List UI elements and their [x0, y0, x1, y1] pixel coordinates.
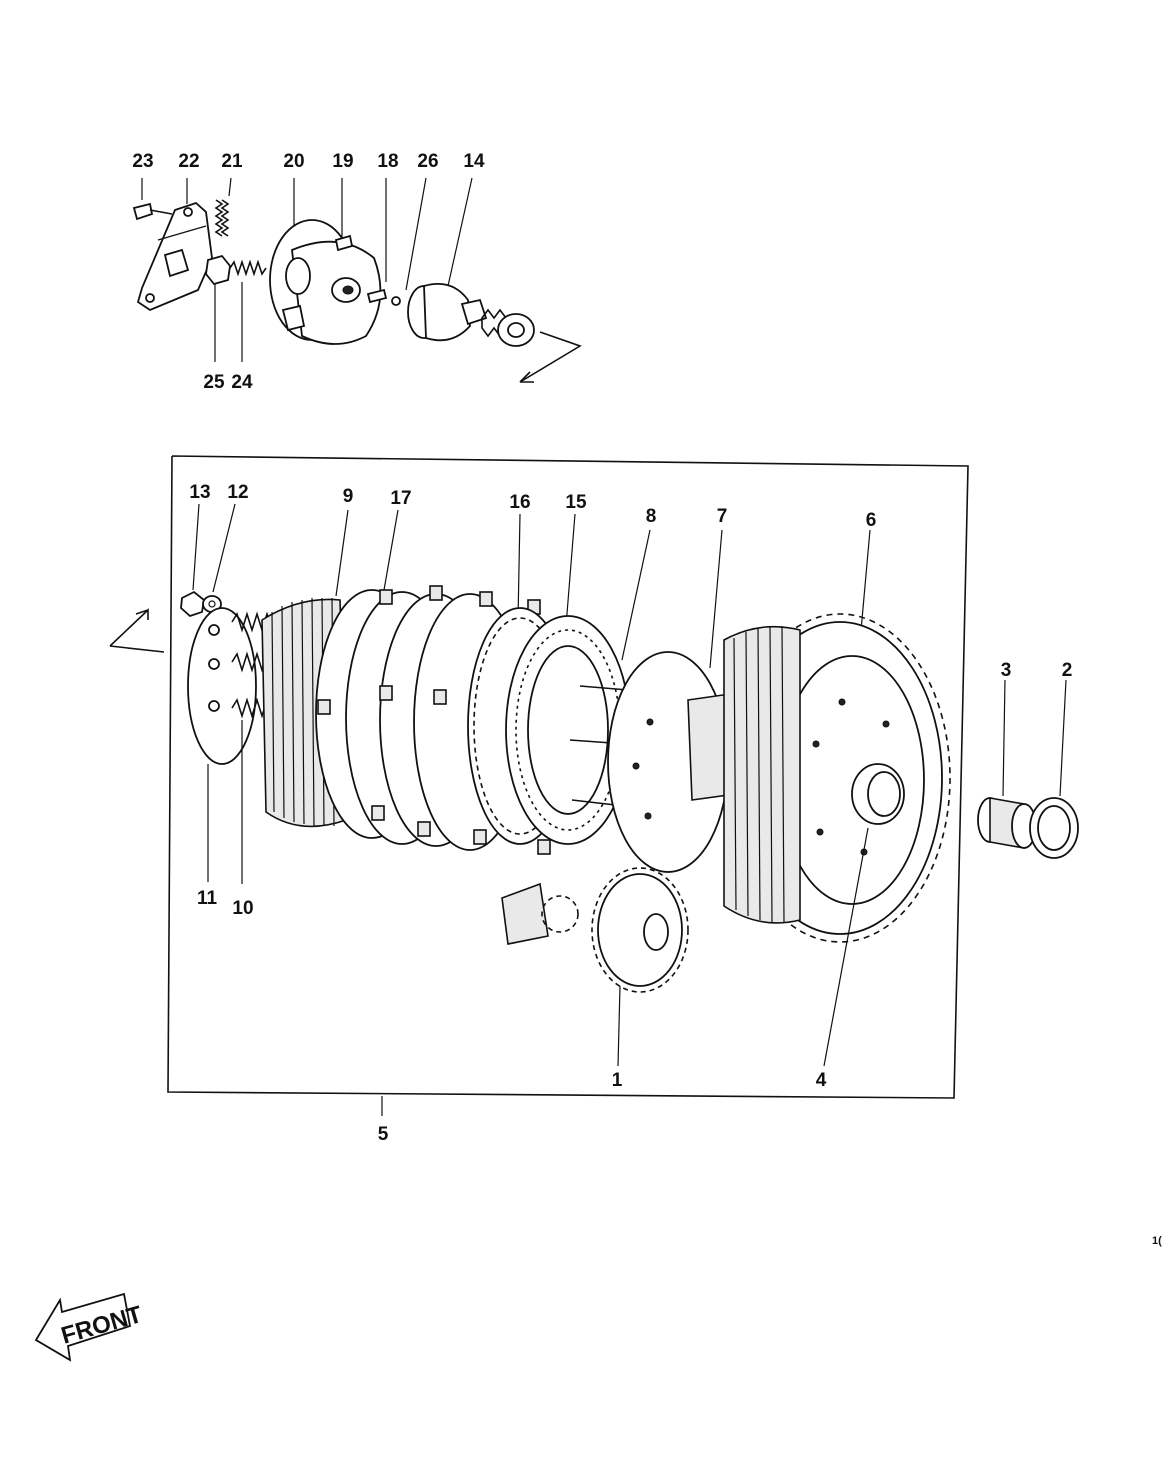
callout-26: 26	[417, 151, 438, 172]
callout-23: 23	[132, 151, 153, 172]
callout-25: 25	[203, 372, 225, 393]
callout-21: 21	[221, 151, 243, 172]
part-adjuster-24	[229, 259, 267, 362]
callout-17: 17	[390, 488, 411, 509]
part-bushing-3	[977, 679, 1037, 849]
part-washer-12	[202, 503, 236, 613]
callout-22: 22	[178, 151, 199, 172]
callout-9: 9	[343, 486, 354, 507]
callout-10: 10	[232, 898, 253, 919]
part-ball-26	[391, 177, 427, 306]
callout-16: 16	[509, 492, 530, 513]
part-nut-13	[180, 503, 205, 618]
callout-11: 11	[197, 888, 218, 909]
callout-8: 8	[646, 506, 657, 527]
part-gear-1	[501, 867, 689, 1067]
part-pressure-plate-11	[187, 607, 257, 882]
part-nut-25	[205, 254, 231, 362]
part-bolt-23	[132, 178, 173, 221]
callout-2: 2	[1062, 660, 1073, 681]
callout-5: 5	[378, 1124, 389, 1145]
part-lever-plate-22	[136, 178, 213, 312]
callout-18: 18	[377, 151, 398, 172]
callout-12: 12	[227, 482, 248, 503]
callout-6: 6	[866, 510, 877, 531]
callout-1: 1	[612, 1070, 623, 1091]
callout-19: 19	[332, 151, 353, 172]
edge-mark: 1(	[1152, 1235, 1162, 1247]
release-assembly	[132, 177, 582, 383]
part-release-14	[407, 177, 535, 347]
callout-13: 13	[189, 482, 210, 503]
callout-24: 24	[231, 372, 253, 393]
callout-15: 15	[565, 492, 587, 513]
assembly-frame-5	[167, 455, 969, 1116]
callout-7: 7	[717, 506, 728, 527]
part-release-cover-20-19	[269, 178, 382, 345]
part-pin-18	[366, 178, 388, 304]
callout-3: 3	[1001, 660, 1012, 681]
callout-14: 14	[463, 151, 485, 172]
part-driven-gear-6	[723, 529, 951, 943]
part-friction-plate-15	[505, 513, 631, 845]
part-spring-21	[214, 177, 232, 237]
callout-20: 20	[283, 151, 304, 172]
front-direction-arrow	[34, 1292, 132, 1362]
callout-4: 4	[816, 1070, 827, 1091]
part-thrust-washer-2	[1029, 679, 1079, 859]
part-needle-bearing-4	[823, 763, 905, 1067]
